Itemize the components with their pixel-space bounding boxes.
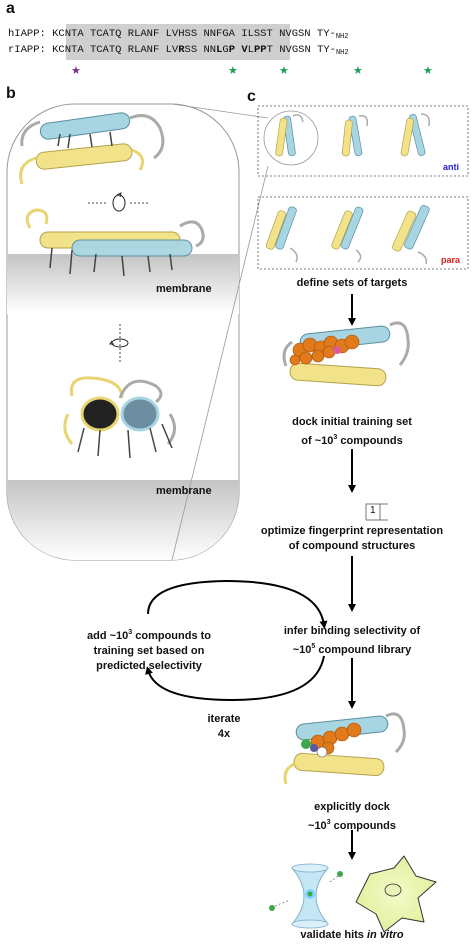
anti-targets-box — [257, 105, 469, 177]
seq-block: TCATQ — [89, 28, 122, 40]
panel-b-letter: b — [6, 85, 16, 102]
iterate-arrow-bottom — [145, 655, 325, 702]
star-icon: ★ — [423, 64, 433, 77]
step-line: 4x — [217, 728, 231, 740]
seq-block: LVHSS — [165, 28, 198, 40]
workflow-arrows — [145, 294, 356, 860]
membrane-label: membrane — [156, 485, 212, 497]
panel-a-letter: a — [6, 0, 15, 17]
step-optimize-fingerprint: optimize fingerprint representation of c… — [242, 524, 462, 554]
c-terminal: NH2 — [335, 33, 349, 41]
iterate-arrow-top — [147, 579, 328, 629]
panel-c-letter: c — [247, 88, 256, 105]
seq-block: KCNTA — [52, 28, 84, 40]
step-line: infer binding selectivity of — [283, 625, 421, 637]
rotate-icon — [88, 192, 150, 212]
zoom-line — [171, 103, 269, 119]
step-line: of ~103 compounds — [301, 434, 403, 447]
step-explicit-dock: explicitly dock ~103 compounds — [272, 800, 432, 834]
step-line: dock initial training set — [292, 416, 412, 428]
dimer-structure-top — [19, 112, 165, 185]
step-dock-initial: dock initial training set of ~103 compou… — [252, 415, 452, 449]
para-target-structures — [265, 205, 430, 265]
docked-complex-1 — [282, 321, 410, 387]
seq-block-r: LVRSS — [165, 44, 198, 56]
membrane-label: membrane — [156, 283, 212, 295]
fingerprint-box — [365, 503, 381, 521]
star-icon: ★ — [353, 64, 363, 77]
sequence-highlight — [66, 24, 290, 60]
step-line: training set based on — [93, 645, 205, 657]
hiapp-label: hIAPP: — [8, 28, 46, 40]
step-line: optimize fingerprint representation — [260, 525, 444, 537]
seq-block: TCATQ — [89, 44, 122, 56]
iterate-label: iterate 4x — [194, 712, 254, 742]
seq-block: TY- — [316, 28, 336, 40]
anti-tag: anti — [443, 162, 460, 172]
c-terminal: NH2 — [335, 49, 349, 57]
seq-block: RLANF — [127, 28, 160, 40]
step-line: ~103 compounds — [308, 819, 396, 832]
step-line: predicted selectivity — [96, 660, 202, 672]
dimer-structure-bottom — [63, 376, 176, 459]
dimer-structure-middle — [25, 208, 205, 277]
riapp-label: rIAPP: — [8, 44, 46, 56]
para-targets-box — [257, 196, 469, 270]
step-validate-hits: validate hits in vitro — [300, 929, 404, 941]
seq-block: ILSST — [241, 28, 273, 40]
cell-icon — [355, 855, 437, 933]
star-icon: ★ — [228, 64, 238, 77]
hiapp-row: hIAPP: KCNTA TCATQ RLANF LVHSS NNFGA ILS… — [8, 28, 348, 41]
step-infer-selectivity: infer binding selectivity of ~105 compou… — [260, 624, 444, 658]
step-add-compounds: add ~103 compounds to training set based… — [66, 625, 232, 674]
riapp-row: rIAPP: KCNTA TCATQ RLANF LVRSS NNLGP VLP… — [8, 44, 349, 57]
seq-block: TY- — [317, 44, 336, 56]
para-tag: para — [441, 255, 461, 265]
star-icon: ★ — [279, 64, 289, 77]
step-line: add ~103 compounds to — [86, 629, 211, 642]
zoom-line — [171, 165, 269, 561]
membrane-slab-2 — [7, 480, 239, 560]
star-icons: ★ ★ ★ ★ ★ — [71, 64, 433, 77]
selected-target-circle — [263, 110, 319, 166]
seq-block-r3: VLPPT — [241, 44, 273, 56]
anti-target-structures — [275, 113, 431, 157]
docked-complex-2 — [283, 712, 406, 785]
step-line: explicitly dock — [314, 801, 390, 813]
step-line: ~105 compound library — [292, 643, 412, 656]
optical-trap-icon — [269, 863, 343, 929]
seq-block: NVGSN — [279, 28, 311, 40]
step-define-targets: define sets of targets — [296, 277, 408, 289]
fingerprint-box-label: 1 — [370, 505, 376, 516]
step-line: iterate — [207, 713, 241, 725]
seq-block-r2: NNLGP — [203, 44, 236, 56]
rotate-icon — [109, 324, 129, 362]
seq-block: NVGSN — [279, 44, 311, 56]
seq-block: NNFGA — [203, 28, 235, 40]
step-line: of compound structures — [288, 540, 416, 552]
seq-block: KCNTA — [52, 44, 84, 56]
star-icon-purple: ★ — [71, 64, 81, 77]
seq-block: RLANF — [127, 44, 160, 56]
